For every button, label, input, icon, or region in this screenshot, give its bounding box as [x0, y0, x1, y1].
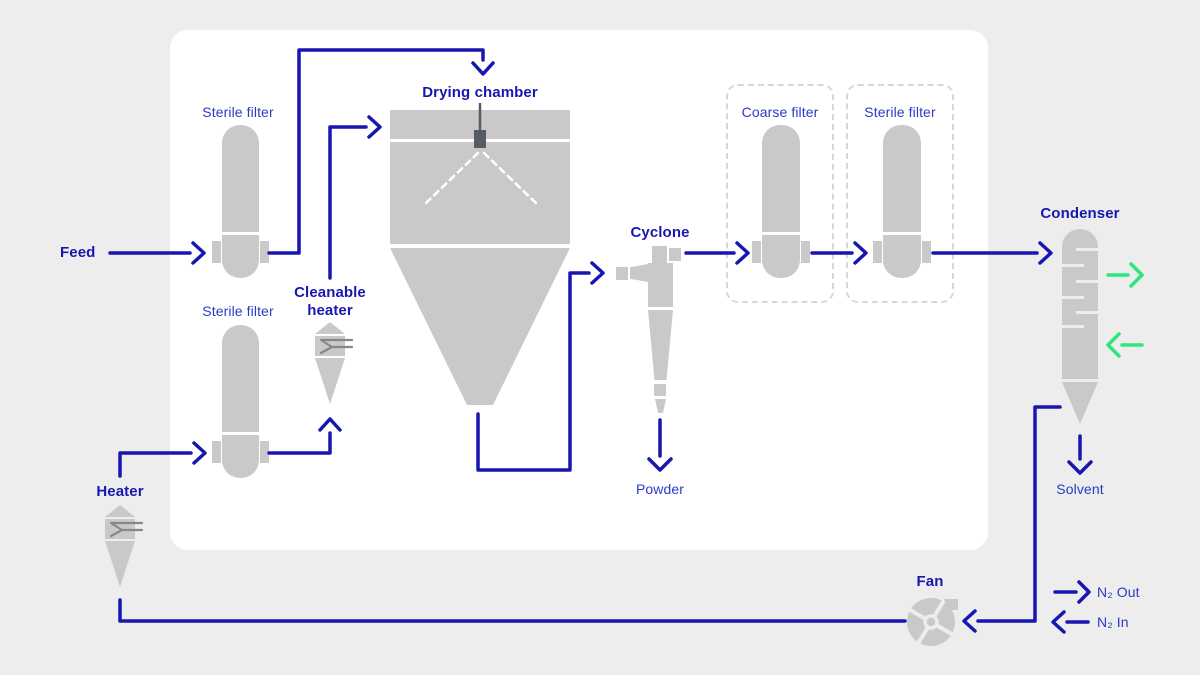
condenser-baffle	[1076, 311, 1098, 314]
solvent-label: Solvent	[1056, 481, 1104, 497]
filter-port-left	[873, 241, 882, 263]
filter-body	[883, 125, 921, 232]
filter-base	[762, 235, 800, 278]
condenser-body	[1062, 229, 1098, 379]
n2-in-label: N₂ In	[1097, 614, 1129, 630]
arrowhead-solvent-icon	[1067, 460, 1093, 475]
sterile-filter-enclosure	[846, 84, 954, 303]
cyclone-inlet-flange	[616, 267, 628, 280]
filter-base	[222, 235, 259, 278]
filter-port-left	[212, 241, 221, 263]
cyclone-inlet-duct	[630, 264, 648, 282]
filter-port-left	[212, 441, 221, 463]
filter-port-right	[801, 241, 810, 263]
powder-label: Powder	[635, 481, 685, 497]
filter-body	[222, 325, 259, 432]
filter-port-left	[752, 241, 761, 263]
arrowhead-coolant-out-icon	[1129, 262, 1144, 288]
fan-wheel	[907, 598, 955, 646]
feed-label: Feed	[60, 244, 96, 261]
cleanable-heater-label-line1: Cleanable	[294, 284, 366, 301]
cyclone-label: Cyclone	[630, 224, 690, 241]
filter-body	[222, 125, 259, 232]
condenser-baffle	[1076, 248, 1098, 251]
cyclone-outlet-flange	[669, 248, 681, 261]
chamber-body	[390, 142, 570, 244]
arrowhead-n2-out-icon	[1077, 580, 1091, 604]
filter-base	[883, 235, 921, 278]
filter-port-right	[260, 241, 269, 263]
condenser-baffle	[1062, 325, 1084, 328]
arrowhead-n2-in-icon	[1051, 610, 1066, 634]
fan-label: Fan	[916, 573, 944, 590]
condenser-baffle	[1062, 296, 1084, 299]
sterile-filter-top-label: Sterile filter	[202, 104, 274, 120]
arrowhead-condenser-icon	[1038, 241, 1053, 265]
cyclone-discharge-tip	[655, 399, 666, 413]
heater-cap	[105, 505, 135, 517]
cleanable-heater-label-line2: heater	[307, 302, 353, 319]
arrowhead-fan-icon	[962, 609, 977, 633]
condenser-baffle	[1062, 264, 1084, 267]
sterile-filter-bottom-label: Sterile filter	[202, 303, 274, 319]
spray-nozzle	[474, 130, 486, 148]
sterile-filter-exhaust-label: Sterile filter	[864, 104, 936, 120]
pipe-condenser-to-fan	[976, 405, 1062, 623]
filter-port-right	[922, 241, 931, 263]
arrowhead-coolant-in-icon	[1106, 332, 1121, 358]
coarse-filter-label: Coarse filter	[741, 104, 819, 120]
condenser-baffle	[1076, 280, 1098, 283]
condenser-cone	[1062, 382, 1098, 424]
fan-housing-notch	[944, 599, 958, 610]
heater-band	[105, 519, 135, 539]
filter-base	[222, 435, 259, 478]
cyclone-discharge-valve	[654, 384, 666, 396]
coarse-filter-enclosure	[726, 84, 834, 303]
pipe-fan-to-heater	[118, 598, 907, 623]
n2-out-label: N₂ Out	[1097, 584, 1140, 600]
drying-chamber-label: Drying chamber	[422, 84, 538, 101]
cyclone-outlet-stub	[652, 246, 667, 263]
condenser-label: Condenser	[1040, 205, 1120, 222]
heater-band	[315, 336, 345, 356]
heater-cone	[105, 541, 135, 587]
filter-port-right	[260, 441, 269, 463]
filter-body	[762, 125, 800, 232]
cyclone-body	[648, 263, 673, 307]
heater-label: Heater	[96, 483, 144, 500]
